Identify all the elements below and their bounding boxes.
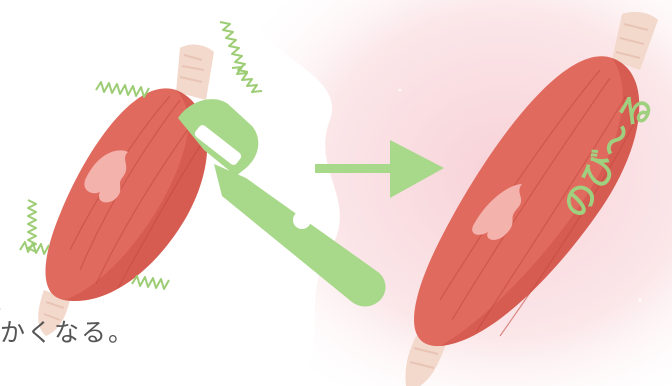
caption-line-1: 、 xyxy=(0,281,19,317)
caption-line-2: かくなる。 xyxy=(0,313,135,349)
muscle-icon xyxy=(405,12,658,386)
